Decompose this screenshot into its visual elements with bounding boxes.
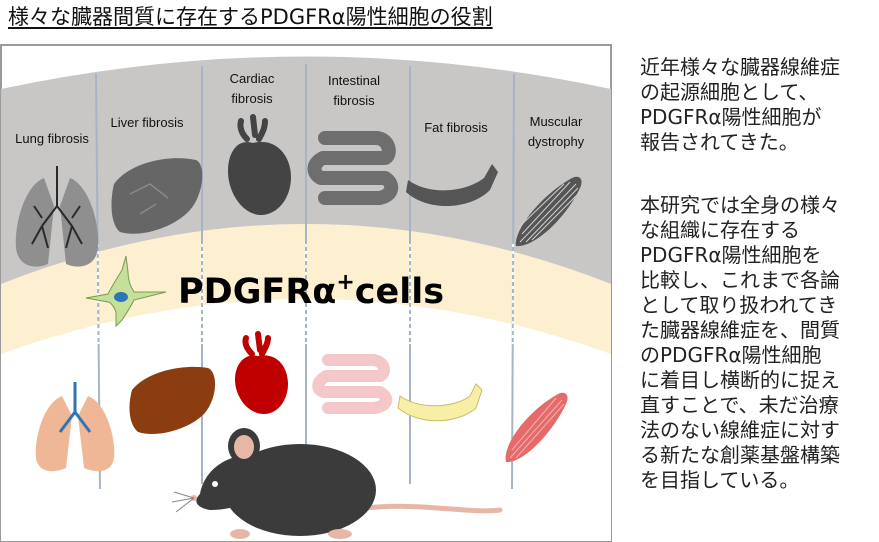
fat-icon (406, 164, 498, 207)
study-line: に着目し横断的に捉え (640, 368, 840, 392)
label-liver: Liver fibrosis (111, 115, 184, 130)
fat-icon (397, 383, 483, 422)
label-intestinal: Intestinal fibrosis (328, 73, 380, 108)
heart-icon (228, 114, 291, 215)
liver-icon (129, 366, 216, 434)
page-title: 様々な臓器間質に存在するPDGFRα陽性細胞の役割 (8, 5, 493, 29)
spoke-line-dashed (96, 243, 100, 345)
muscle-icon (515, 176, 582, 247)
label-lung-line1: Lung fibrosis (15, 131, 89, 146)
intro-line: の起源細胞として、 (640, 80, 819, 104)
intestine-icon (312, 354, 393, 414)
label-cardiac-line1: Cardiac (230, 71, 275, 86)
label-muscular: Muscular dystrophy (528, 114, 585, 149)
cell-label-main: PDGFRα (178, 272, 336, 312)
intro-text: 近年様々な臓器線維症 の起源細胞として、 PDGFRα陽性細胞が 報告されてきた… (640, 55, 876, 155)
study-line: を目指している。 (640, 468, 800, 492)
label-fat: Fat fibrosis (424, 120, 488, 135)
label-intestinal-line2: fibrosis (333, 93, 375, 108)
label-lung: Lung fibrosis (15, 131, 89, 146)
label-intestinal-line1: Intestinal (328, 73, 380, 88)
study-line: 直すことで、未だ治療 (640, 393, 839, 417)
intestine-icon (307, 131, 399, 205)
lung-icon (35, 382, 115, 472)
study-line: な組織に存在する (640, 218, 800, 242)
muscle-icon (505, 392, 568, 463)
label-cardiac: Cardiac fibrosis (230, 71, 275, 106)
cell-icon (85, 255, 167, 328)
intro-line: 近年様々な臓器線維症 (640, 55, 840, 79)
label-fat-line1: Fat fibrosis (424, 120, 488, 135)
study-line: 法のない線維症に対す (640, 418, 840, 442)
study-line: 本研究では全身の様々 (640, 193, 840, 217)
mouse-icon (171, 428, 503, 539)
label-liver-line1: Liver fibrosis (111, 115, 184, 130)
study-line: PDGFRα陽性細胞を (640, 243, 822, 267)
study-line: た臓器線維症を、間質 (640, 318, 840, 342)
organ-labels: Lung fibrosis Liver fibrosis Cardiac fibr… (15, 71, 585, 149)
lung-icon (15, 166, 99, 267)
cell-label-sup: + (336, 270, 354, 295)
study-line: のPDGFRα陽性細胞 (640, 343, 822, 367)
study-line: として取り扱われてき (640, 293, 838, 317)
study-line: る新たな創薬基盤構築 (640, 443, 840, 467)
label-muscular-line2: dystrophy (528, 134, 585, 149)
label-cardiac-line2: fibrosis (231, 91, 273, 106)
intro-line: PDGFRα陽性細胞が (640, 105, 822, 129)
cell-label: PDGFRα+cells (178, 270, 444, 312)
fibrosis-diagram: Lung fibrosis Liver fibrosis Cardiac fibr… (0, 44, 612, 542)
intro-line: 報告されてきた。 (640, 130, 799, 154)
label-muscular-line1: Muscular (530, 114, 583, 129)
study-line: 比較し、これまで各論 (640, 268, 840, 292)
liver-icon (111, 158, 203, 234)
study-text: 本研究では全身の様々 な組織に存在する PDGFRα陽性細胞を 比較し、これまで… (640, 193, 876, 493)
cell-label-tail: cells (355, 272, 444, 312)
heart-icon (234, 331, 288, 414)
